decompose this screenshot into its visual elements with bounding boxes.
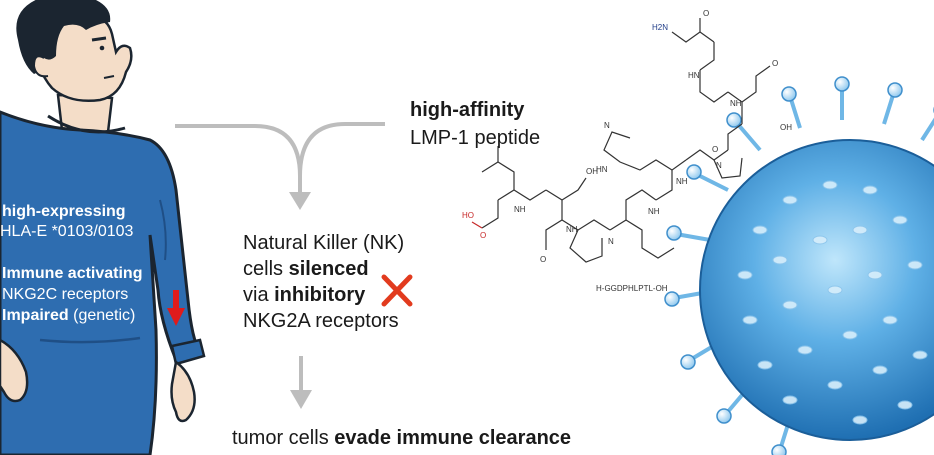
impaired-word: Impaired [2, 307, 69, 324]
atom-o1: O [703, 9, 709, 18]
evade-clearance: evade immune clearance [334, 427, 572, 449]
sleeve-fold [159, 199, 167, 261]
atom-nh5: NH [514, 205, 526, 214]
hla-expression: high-expressing [2, 203, 126, 220]
person-shirt [0, 110, 203, 455]
person-left-hand [0, 338, 29, 403]
hla-label: high-expressing [2, 202, 126, 221]
atom-n2: N [604, 121, 610, 130]
person-eye [99, 45, 105, 51]
impaired-down-arrow-icon [167, 290, 185, 326]
nk-line-3: via inhibitory [243, 284, 366, 306]
atom-o5: O [480, 231, 486, 240]
atom-oh2: OH [586, 167, 598, 176]
person-ear [32, 55, 49, 78]
atom-n3: N [608, 237, 614, 246]
atom-n1: N [716, 161, 722, 170]
nk-line-4: NKG2A receptors [243, 310, 399, 332]
impaired-genetic: (genetic) [68, 307, 136, 324]
atom-nh4: NH [566, 225, 578, 234]
person-mouth [103, 75, 115, 79]
peptide-structure [481, 18, 771, 263]
person-hand [170, 359, 196, 423]
atom-nh1: NH [730, 99, 742, 108]
peptide-name: LMP-1 peptide [410, 127, 541, 149]
atom-o2: O [772, 59, 778, 68]
atom-nh2: NH [676, 177, 688, 186]
nkg2c-label: Immune activating [2, 264, 142, 283]
peptide-label: high-affinity LMP-1 peptide [410, 96, 540, 152]
silenced-word: silenced [288, 258, 369, 280]
peptide-affinity: high-affinity [410, 99, 525, 121]
sleeve-cuff [170, 338, 206, 366]
silenced-x-icon [381, 274, 413, 307]
atom-ho: HO [462, 211, 474, 220]
arrow-to-nk-icon [289, 192, 311, 210]
merge-connector [175, 122, 385, 196]
atom-oh1: OH [780, 123, 792, 132]
virus-illustration [664, 76, 934, 455]
immune-activating: Immune activating [2, 265, 143, 282]
shirt-fold [39, 336, 141, 344]
inhibitory-word: inhibitory [274, 284, 366, 306]
nk-line-1: Natural Killer (NK) [243, 232, 405, 254]
person-brow [91, 36, 107, 42]
person-illustration [0, 0, 206, 455]
hla-allele: HLA-E *0103/0103 [0, 223, 134, 240]
atom-o3: O [712, 145, 718, 154]
peptide-sequence: H-GGDPHLPTL-OH [596, 284, 668, 293]
arrow-to-tumor-icon [290, 390, 312, 409]
nk-cell-label: Natural Killer (NK) cells silenced via i… [243, 230, 404, 334]
atom-hn2: HN [596, 165, 608, 174]
atom-nh3: NH [648, 207, 660, 216]
impaired-label: Impaired (genetic) [2, 306, 135, 325]
nkg2c-receptors: NKG2C receptors [2, 286, 129, 303]
tumor-outcome-label: tumor cells evade immune clearance [232, 427, 572, 449]
atom-h2n: H2N [652, 23, 668, 32]
atom-o4: O [540, 255, 546, 264]
person-collar [47, 114, 126, 134]
nk-line-2: cells silenced [243, 258, 369, 280]
atom-hn1: HN [688, 71, 700, 80]
